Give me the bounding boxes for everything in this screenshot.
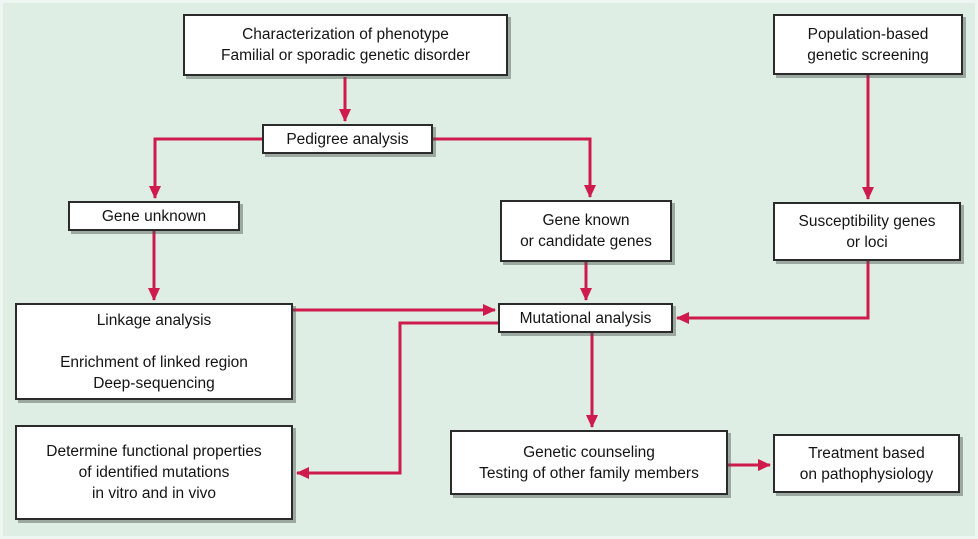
- node-linkage-analysis: Linkage analysis Enrichment of linked re…: [15, 303, 293, 400]
- node-label-line: Population-based: [807, 25, 929, 43]
- node-label-line: Linkage analysis: [96, 311, 212, 329]
- node-label-line: Testing of other family members: [479, 464, 699, 482]
- node-label-line: Mutational analysis: [519, 309, 652, 327]
- node-label-line: Familial or sporadic genetic disorder: [221, 47, 470, 64]
- node-characterization-of-phenotype: Characterization of phenotype Familial o…: [183, 14, 508, 76]
- node-label-line: or candidate genes: [520, 233, 652, 250]
- node-gene-known-or-candidate-genes: Gene known or candidate genes: [500, 200, 672, 262]
- node-mutational-analysis: Mutational analysis: [498, 303, 673, 333]
- node-label-line: Enrichment of linked region: [60, 353, 248, 371]
- node-label-line: Genetic counseling: [523, 443, 655, 461]
- node-population-based-genetic-screening: Population-based genetic screening: [773, 14, 963, 75]
- node-label-line: Gene unknown: [101, 207, 207, 225]
- node-label-line: Pedigree analysis: [286, 130, 409, 148]
- node-label-line: of identified mutations: [78, 464, 230, 481]
- node-label-line: Characterization of phenotype: [242, 26, 449, 43]
- node-genetic-counseling: Genetic counseling Testing of other fami…: [450, 430, 728, 495]
- arrow-susceptibility-to-mutational: [676, 261, 870, 324]
- node-label-line: on pathophysiology: [799, 465, 934, 483]
- arrow-pedigree-to-gene-known: [433, 137, 596, 198]
- arrow-pedigree-to-gene-unknown: [149, 137, 262, 199]
- node-treatment-based-on-pathophysiology: Treatment based on pathophysiology: [773, 434, 960, 493]
- node-label-line: Susceptibility genes: [798, 212, 936, 230]
- node-label-line: in vitro and in vivo: [91, 485, 217, 502]
- node-determine-functional-properties: Determine functional properties of ident…: [15, 425, 293, 520]
- node-label-line: Gene known: [542, 212, 630, 229]
- node-label-line: genetic screening: [807, 46, 929, 64]
- node-pedigree-analysis: Pedigree analysis: [262, 124, 433, 154]
- node-label-line: Treatment based: [808, 444, 925, 462]
- node-label-line: Determine functional properties: [46, 443, 262, 460]
- node-label-line: Deep-sequencing: [93, 374, 215, 392]
- node-label-line: or loci: [846, 233, 888, 251]
- node-gene-unknown: Gene unknown: [68, 201, 240, 231]
- node-susceptibility-genes-or-loci: Susceptibility genes or loci: [773, 202, 961, 261]
